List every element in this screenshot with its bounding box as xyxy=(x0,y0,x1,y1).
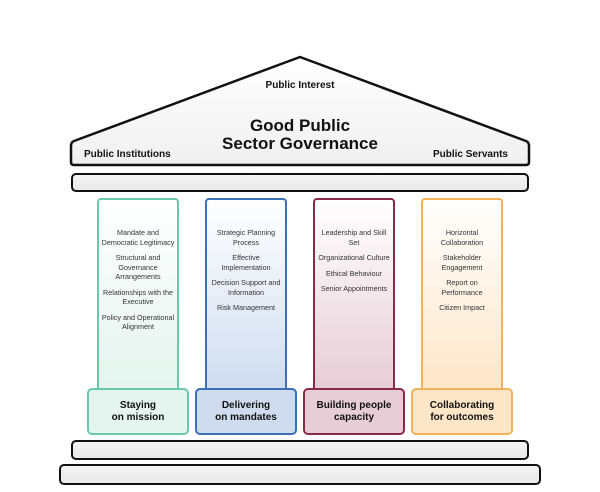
pillar-item: Strategic Planning Process xyxy=(216,228,276,247)
base-step-upper xyxy=(71,440,529,460)
roof-right-label: Public Servants xyxy=(432,149,508,160)
pillar-item: Horizontal Collaboration xyxy=(440,228,484,247)
pillar-item: Citizen Impact xyxy=(439,303,485,312)
roof-top-label: Public Interest xyxy=(265,80,335,91)
pillar-item: Leadership and Skill Set xyxy=(321,228,387,247)
pillar-label-line-2: on mandates xyxy=(215,411,277,423)
pillar-item: Effective Implementation xyxy=(221,253,271,272)
pillar-item: Structural and Governance Arrangements xyxy=(115,253,161,281)
pillar-item: Senior Appointments xyxy=(320,284,388,293)
pillar-label-line-1: Collaborating xyxy=(429,399,495,411)
pillar-item: Risk Management xyxy=(217,303,275,312)
pillar-item: Policy and Operational Alignment xyxy=(101,312,175,332)
pillar-item: Report on Performance xyxy=(441,278,483,297)
pillar-label-line-1: Delivering xyxy=(221,399,271,411)
title-line-1: Good Public xyxy=(249,116,351,135)
pillar-item: Ethical Behaviour xyxy=(326,268,382,278)
pillar-label-line-1: Staying xyxy=(119,399,157,411)
pillar-label-line-2: capacity xyxy=(333,411,375,423)
pillar-label-line-1: Building people xyxy=(316,399,392,411)
base-step-lower xyxy=(59,464,541,485)
title-line-2: Sector Governance xyxy=(222,134,378,153)
pillar-item: Organizational Culture xyxy=(318,253,390,262)
pillar-item: Relationships with the Executive xyxy=(103,287,173,307)
pillar-item: Stakeholder Engagement xyxy=(441,253,483,272)
pillar-item: Mandate and Democratic Legitimacy xyxy=(101,228,175,247)
roof-left-label: Public Institutions xyxy=(84,149,171,160)
pillar-label-line-2: on mission xyxy=(111,411,165,423)
pillar-label-line-2: for outcomes xyxy=(430,411,494,423)
beam xyxy=(71,173,529,192)
diagram-title: Good Public Sector Governance xyxy=(0,117,600,153)
pillar-item: Decision Support and Information xyxy=(211,278,281,297)
roof xyxy=(69,55,531,167)
